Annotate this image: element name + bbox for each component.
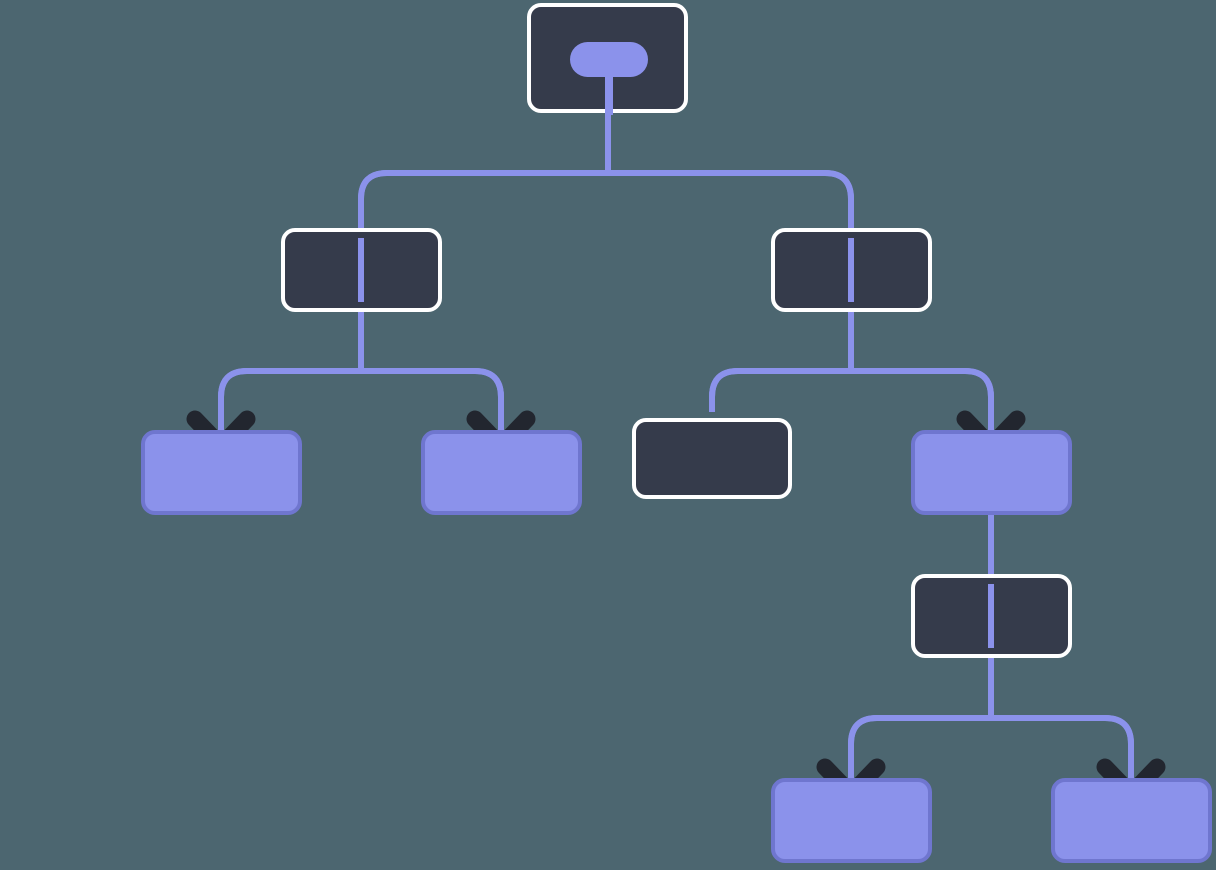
- leaf-node-1[interactable]: [141, 430, 302, 515]
- edge-branch-right-to-terminal[interactable]: [709, 312, 854, 412]
- branch-node-left[interactable]: [281, 228, 442, 312]
- leaf-node-1-body[interactable]: [141, 430, 302, 515]
- edge-branch-left-to-leaf-2-overlay: [358, 312, 504, 443]
- edge-branch-left-to-leaf-1-overlay: [218, 312, 364, 443]
- branch-node-right[interactable]: [771, 228, 932, 312]
- edge-branch-right-to-branch-deep-overlay: [848, 312, 994, 443]
- node-passthrough-line: [358, 238, 364, 302]
- root-pill-icon: [570, 42, 648, 77]
- terminal-node-plain-body[interactable]: [632, 418, 792, 499]
- leaf-node-2-body[interactable]: [421, 430, 582, 515]
- root-pill-stem: [605, 75, 613, 115]
- edge-branch-right-to-terminal-overlay: [709, 312, 854, 412]
- edge-root-to-branch-left-overlay: [358, 113, 611, 228]
- leaf-node-3[interactable]: [771, 778, 932, 863]
- leaf-node-4[interactable]: [1051, 778, 1212, 863]
- leaf-node-3-body[interactable]: [771, 778, 932, 863]
- leaf-node-2[interactable]: [421, 430, 582, 515]
- terminal-node-plain[interactable]: [632, 418, 792, 499]
- node-passthrough-line: [848, 238, 854, 302]
- root-node[interactable]: [527, 3, 688, 115]
- leaf-node-4-body[interactable]: [1051, 778, 1212, 863]
- edge-overlay-layer: [218, 113, 1134, 791]
- edge-deep-to-leaf-4-overlay: [988, 658, 1134, 791]
- node-passthrough-line: [988, 584, 994, 648]
- edge-deep-to-leaf-3-overlay: [848, 658, 994, 791]
- branch-node-right-child-body[interactable]: [911, 430, 1072, 515]
- branch-node-deep[interactable]: [911, 574, 1072, 658]
- edge-root-to-branch-right-overlay: [605, 113, 854, 228]
- branch-node-right-child[interactable]: [911, 430, 1072, 515]
- node-layer: [141, 3, 1212, 863]
